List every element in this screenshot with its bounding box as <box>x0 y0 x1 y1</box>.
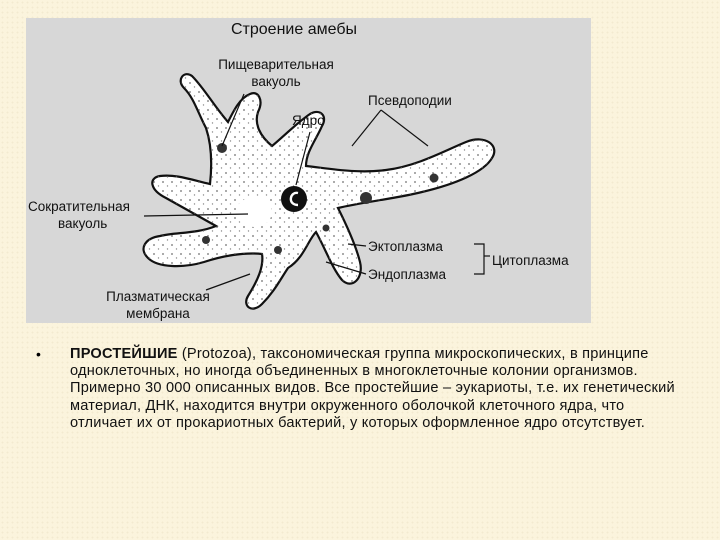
description-body: , таксономическая группа микроскопически… <box>70 346 675 431</box>
digestive-vacuole-shape <box>429 173 439 183</box>
label-digestive-vacuole-line1: Пищеварительная <box>218 57 334 72</box>
digestive-vacuole-shape <box>217 143 227 153</box>
nucleus-shape <box>281 186 307 212</box>
diagram-title: Строение амебы <box>231 21 357 38</box>
label-digestive-vacuole-line2: вакуоль <box>251 74 301 89</box>
amoeba-diagram: Строение амебы Пищеварительная вакуоль Я… <box>26 18 591 323</box>
digestive-vacuole-shape <box>274 246 282 254</box>
digestive-vacuole-shape <box>322 224 330 232</box>
label-ectoplasm: Эктоплазма <box>368 239 443 254</box>
amoeba-drawing <box>142 73 496 310</box>
digestive-vacuole-shape <box>202 236 210 244</box>
label-contractile-vacuole-line1: Сократительная <box>28 199 130 214</box>
label-plasma-membrane-line1: Плазматическая <box>106 289 210 304</box>
label-cytoplasm: Цитоплазма <box>492 253 569 268</box>
label-plasma-membrane-line2: мембрана <box>126 306 190 321</box>
label-digestive-vacuole: Пищеварительная вакуоль <box>206 56 346 90</box>
term-protozoa: ПРОСТЕЙШИЕ <box>70 346 178 362</box>
label-contractile-vacuole: Сократительная вакуоль <box>28 198 130 232</box>
label-endoplasm: Эндоплазма <box>368 267 447 282</box>
description-paragraph: ПРОСТЕЙШИЕ (Protozoa), таксономическая г… <box>70 346 690 432</box>
bullet-marker: • <box>36 346 41 362</box>
label-contractile-vacuole-line2: вакуоль <box>58 216 108 231</box>
label-nucleus: Ядро <box>292 113 325 128</box>
label-plasma-membrane: Плазматическая мембрана <box>88 288 228 322</box>
label-pseudopodia: Псевдоподии <box>368 93 452 108</box>
term-latin: (Protozoa) <box>177 346 252 362</box>
pointer-lines <box>143 93 490 291</box>
contractile-vacuole-shape <box>236 197 272 227</box>
digestive-vacuole-shape <box>360 192 372 204</box>
